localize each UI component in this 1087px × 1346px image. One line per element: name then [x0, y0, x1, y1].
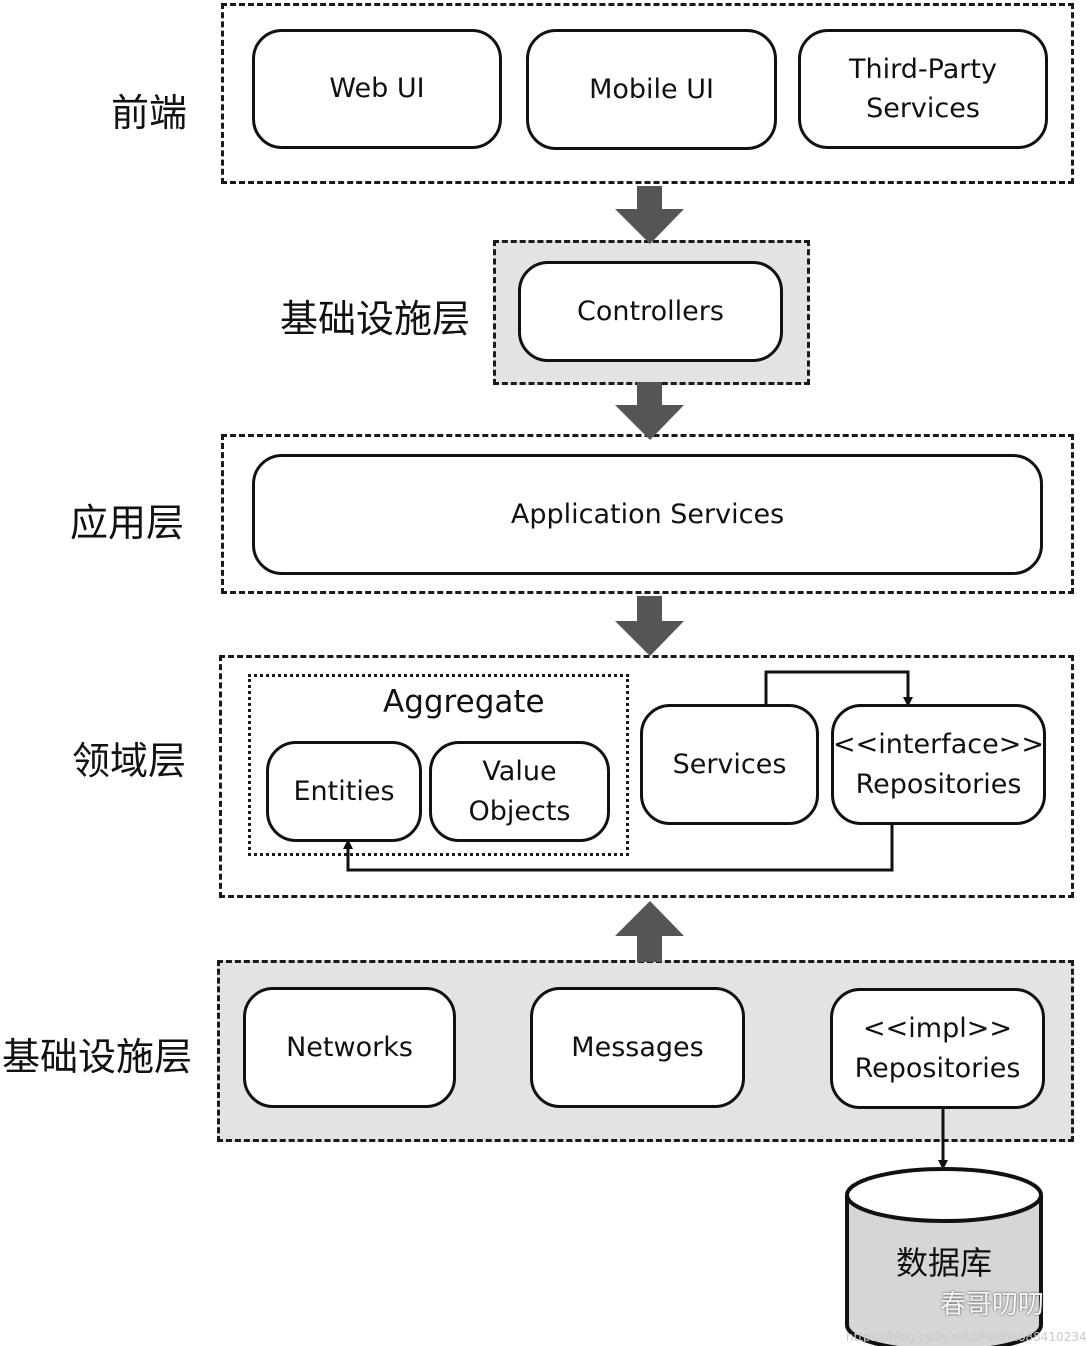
database-label: 数据库 [896, 1244, 993, 1282]
database-cylinder-icon [845, 1167, 1043, 1346]
flow-arrow-application-to-domain [615, 596, 684, 656]
application-services-box: Application Services [252, 454, 1043, 575]
flow-arrow-controllers-to-application [615, 382, 684, 440]
domain-zone [219, 655, 1074, 898]
connector-repositories-to-entities [343, 825, 894, 872]
web-ui-box: Web UI [252, 29, 502, 149]
controllers-box: Controllers [518, 261, 783, 362]
watermark-text: 春哥叨叨 [940, 1290, 1045, 1320]
impl-repositories-box: <<impl>> Repositories [830, 988, 1045, 1109]
domain-services-box: Services [640, 704, 819, 825]
value-objects-box: Value Objects [429, 741, 610, 842]
layer-label-domain: 领域层 [72, 739, 187, 783]
layer-label-infrastructure: 基础设施层 [2, 1035, 193, 1079]
layer-label-interface: 基础设施层 [280, 297, 471, 341]
networks-box: Networks [243, 987, 456, 1108]
frontend-zone [221, 3, 1074, 184]
mobile-ui-box: Mobile UI [526, 29, 777, 150]
messages-box: Messages [530, 987, 745, 1108]
flow-arrow-frontend-to-controllers [615, 186, 684, 244]
interface-repositories-box: <<interface>> Repositories [831, 704, 1046, 825]
connector-services-to-repositories [764, 670, 913, 707]
flow-arrow-infrastructure-to-domain [615, 901, 684, 962]
aggregate-zone [248, 674, 629, 856]
layer-label-frontend: 前端 [111, 91, 188, 135]
entities-box: Entities [266, 741, 422, 842]
third-party-services-box: Third-Party Services [798, 29, 1048, 149]
layer-label-application: 应用层 [70, 501, 185, 545]
aggregate-title: Aggregate [383, 684, 545, 720]
watermark-url: https://blog.csdn.net/zhouhao88410234 [846, 1330, 1087, 1344]
